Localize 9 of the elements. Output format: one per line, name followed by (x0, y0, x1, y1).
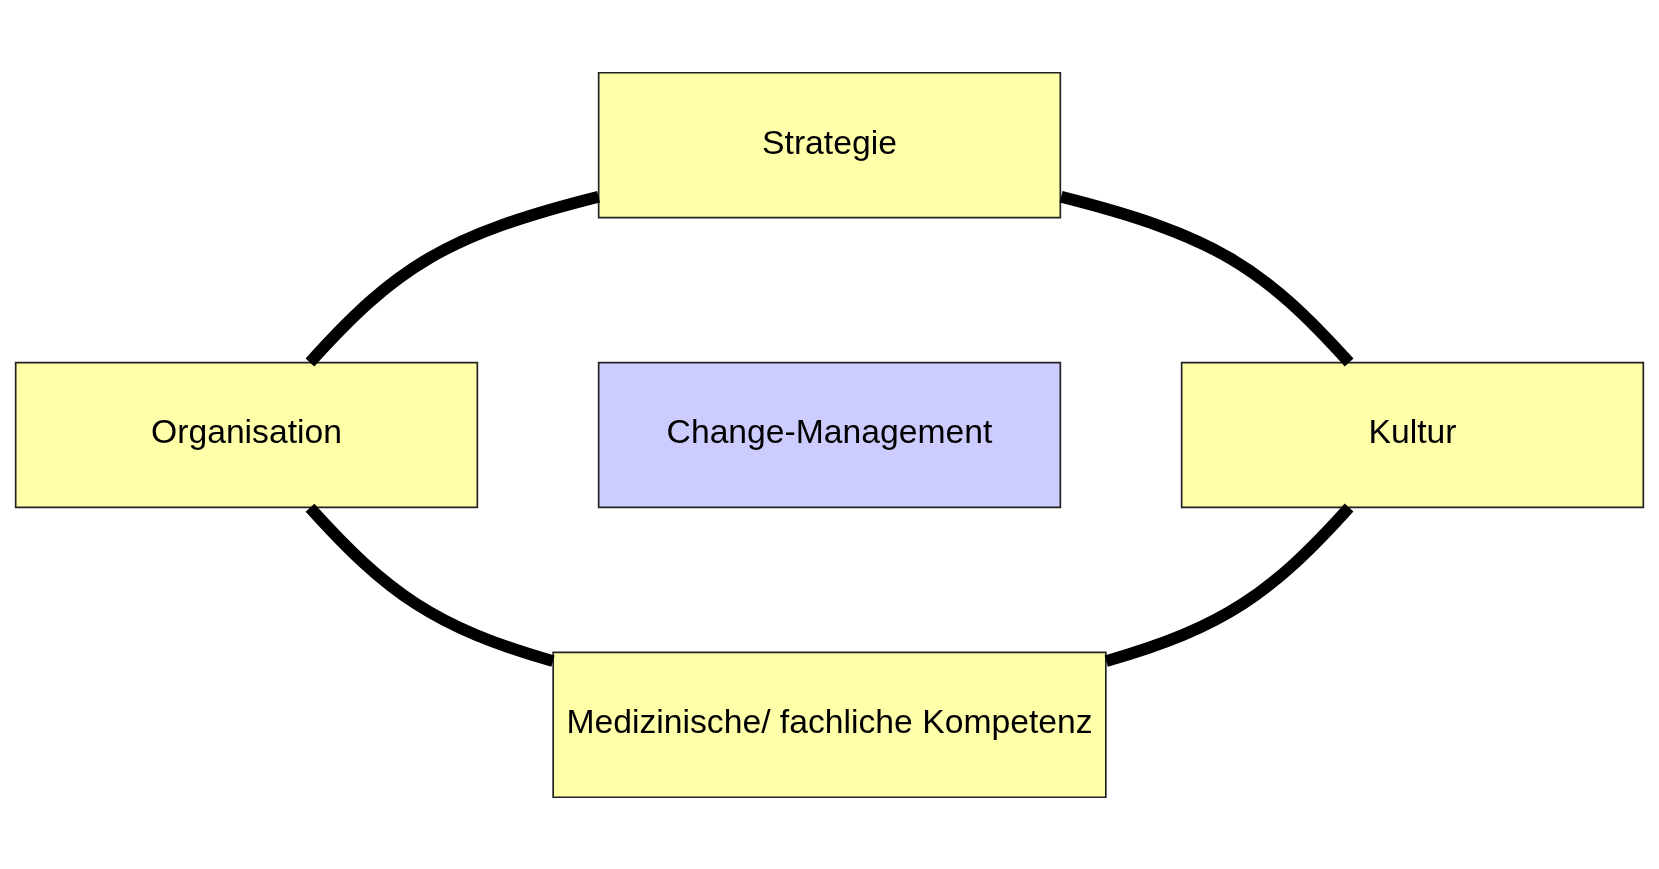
node-box: Strategie (597, 71, 1062, 218)
connector (305, 503, 555, 667)
node-box: Change-Management (597, 361, 1062, 508)
connector (1059, 190, 1354, 366)
node-box: Organisation (14, 361, 479, 508)
node-box: Kultur (1180, 361, 1645, 508)
node-box: Medizinische/ fachliche Kompetenz (552, 651, 1107, 798)
connector (1104, 503, 1354, 667)
connector (305, 190, 601, 366)
